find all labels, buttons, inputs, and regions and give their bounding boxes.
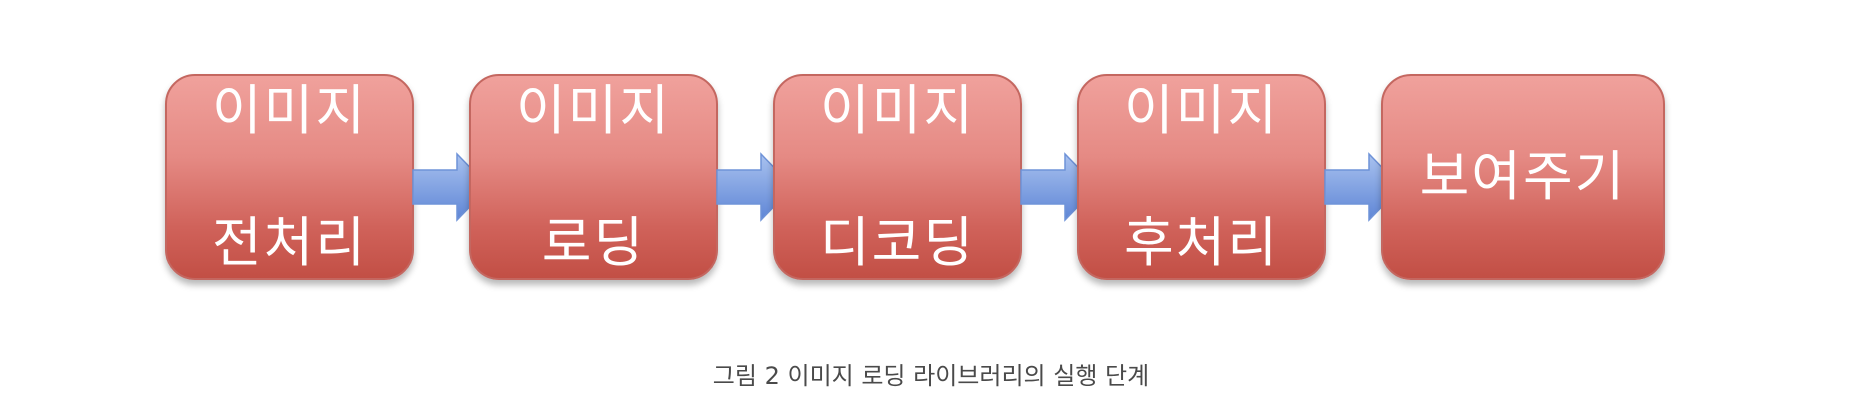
step-label-line1: 이미지: [1123, 79, 1280, 142]
flow-diagram: 이미지 전처리 이미지 로딩 이미지: [165, 74, 1665, 280]
step-label: 이미지 로딩: [516, 12, 671, 342]
step-label-line1: 보여주기: [1419, 145, 1627, 208]
step-label: 보여주기: [1420, 78, 1627, 276]
step-label: 이미지 전처리: [212, 12, 367, 342]
step-box-decoding: 이미지 디코딩: [773, 74, 1022, 280]
step-label-line2: 디코딩: [819, 211, 976, 274]
step-label: 이미지 디코딩: [820, 12, 975, 342]
step-label-line2: 전처리: [211, 211, 368, 274]
step-label-line1: 이미지: [819, 79, 976, 142]
step-label-line2: 후처리: [1123, 211, 1280, 274]
step-box-loading: 이미지 로딩: [469, 74, 718, 280]
step-label: 이미지 후처리: [1124, 12, 1279, 342]
step-box-postprocess: 이미지 후처리: [1077, 74, 1326, 280]
step-box-preprocess: 이미지 전처리: [165, 74, 414, 280]
step-label-line1: 이미지: [211, 79, 368, 142]
step-label-line1: 이미지: [515, 79, 672, 142]
figure-caption: 그림 2 이미지 로딩 라이브러리의 실행 단계: [712, 362, 1150, 390]
step-label-line2: 로딩: [541, 211, 646, 274]
step-box-display: 보여주기: [1381, 74, 1665, 280]
